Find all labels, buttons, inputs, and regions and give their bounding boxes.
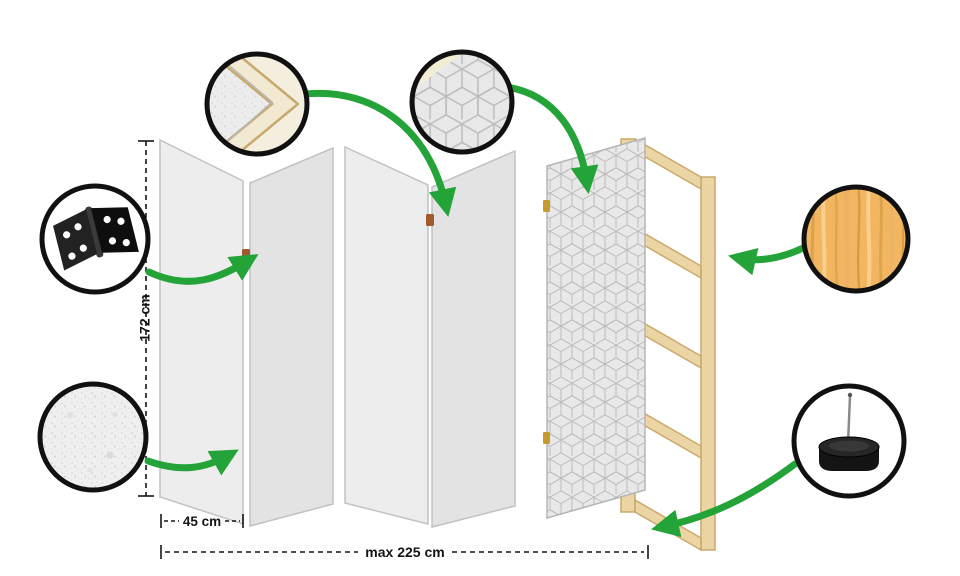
callout-wood — [801, 184, 911, 294]
foot-icon — [818, 392, 880, 471]
dimension-total-width — [160, 545, 649, 559]
arrow-frame-corner — [302, 89, 457, 217]
panel-width-dimension-label: 45 cm — [183, 514, 221, 529]
panel-2 — [249, 146, 334, 527]
pattern-panel — [546, 137, 646, 519]
dimension-panel-width — [160, 514, 244, 528]
wood-texture-icon — [806, 189, 906, 289]
arrow-pattern — [503, 83, 599, 195]
callout-arrows — [144, 83, 807, 538]
callout-foot — [791, 383, 907, 499]
total-width-dimension-label: max 225 cm — [365, 544, 444, 560]
panel-3 — [344, 145, 429, 525]
arrow-hinge — [145, 254, 259, 285]
folding-screen — [159, 138, 516, 528]
height-dimension-label: 172 cm — [137, 294, 153, 341]
arrow-fleece — [144, 449, 239, 476]
hinge-icon — [53, 206, 139, 271]
callout-fleece — [37, 381, 149, 493]
arrow-wood — [728, 244, 807, 276]
hinge-dot — [543, 432, 550, 444]
arrow-foot — [651, 460, 799, 538]
dimension-height — [138, 140, 154, 497]
hinge-dot — [543, 200, 550, 212]
callout-hinge — [39, 183, 151, 295]
panel-4 — [431, 149, 516, 528]
fleece-texture-icon — [42, 386, 144, 488]
hinge-dot — [426, 214, 434, 226]
frame-right-rail — [700, 176, 716, 551]
